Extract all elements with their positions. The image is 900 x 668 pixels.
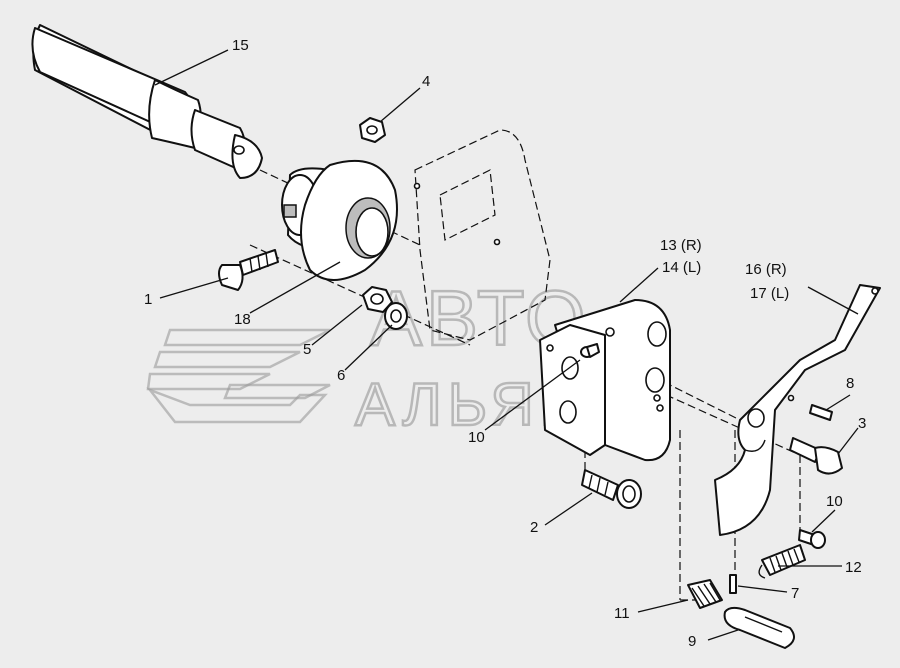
callout-18: 18 (234, 311, 251, 328)
part-18-flange-hub (281, 159, 398, 281)
callout-leaders (154, 49, 859, 641)
part-9-handle (723, 606, 795, 649)
callout-10-lower: 10 (826, 493, 843, 510)
part-2-screw (581, 469, 642, 509)
part-4-nut (359, 117, 386, 143)
callout-15: 15 (232, 37, 249, 54)
part-6-washer (384, 302, 408, 330)
watermark-logo (146, 328, 331, 424)
callout-11: 11 (614, 605, 630, 622)
part-3-shoulder-bolt (789, 437, 843, 475)
callout-3: 3 (858, 415, 866, 432)
callout-4: 4 (422, 73, 430, 90)
callout-16r: 16 (R) (745, 261, 787, 278)
callout-1: 1 (144, 291, 152, 308)
part-5-nut (362, 286, 393, 313)
callout-6: 6 (337, 367, 345, 384)
callout-12: 12 (845, 559, 862, 576)
callout-8: 8 (846, 375, 854, 392)
part-10-pin-upper (580, 343, 600, 358)
callout-10-upper: 10 (468, 429, 485, 446)
callout-9: 9 (688, 633, 696, 650)
part-1-bolt (218, 249, 279, 291)
part-10-pin-lower (798, 529, 826, 549)
part-8-pin (809, 404, 833, 421)
callout-13r: 13 (R) (660, 237, 702, 254)
mounting-bracket-outline (413, 129, 551, 341)
part-12-spring (758, 544, 806, 579)
part-16-17-lever (714, 284, 881, 536)
part-11-spring (687, 579, 723, 609)
callout-14l: 14 (L) (662, 259, 701, 276)
part-13-14-bracket-plate (539, 299, 671, 462)
callout-labels: 15 4 1 18 5 6 13 (R) 14 (L) 16 (R) 17 (L… (144, 37, 866, 650)
part-15-lever-tube (31, 24, 263, 179)
callout-17l: 17 (L) (750, 285, 789, 302)
callout-2: 2 (530, 519, 538, 536)
callout-7: 7 (791, 585, 799, 602)
callout-5: 5 (303, 341, 311, 358)
part-7-pin (729, 574, 737, 594)
